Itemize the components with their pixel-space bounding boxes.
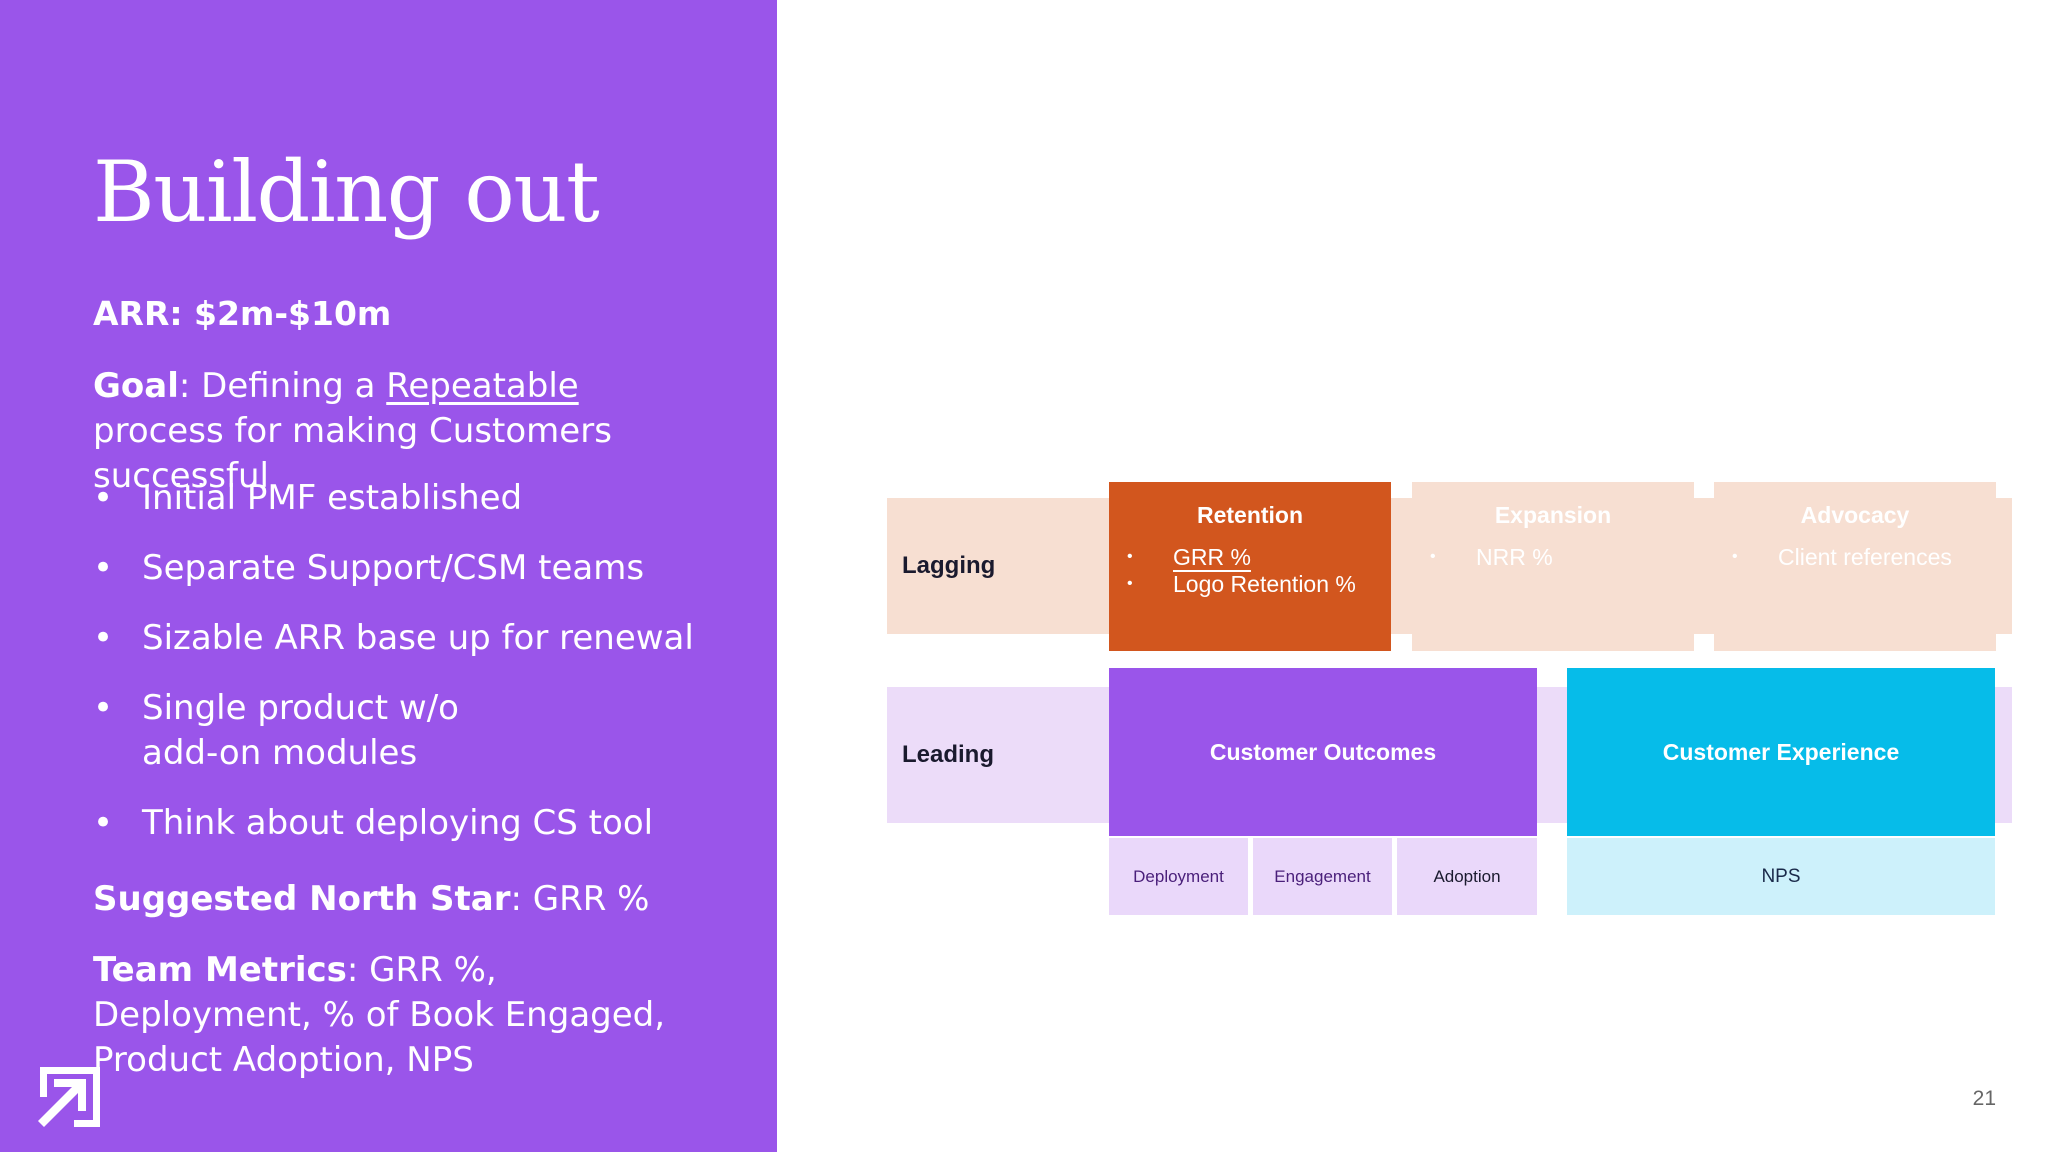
north-star-value: : GRR % — [510, 879, 650, 919]
metric-item: •Logo Retention % — [1127, 571, 1356, 597]
sub-cell-engagement: Engagement — [1253, 838, 1392, 915]
goal-text-before: : Defining a — [178, 366, 387, 406]
left-panel: Building out ARR: $2m-$10m Goal: Definin… — [0, 0, 777, 1152]
bullet-dot-icon: • — [1732, 548, 1738, 565]
retention-metric-list: • GRR % •Logo Retention % — [1127, 544, 1356, 598]
metric-item: •NRR % — [1430, 544, 1553, 570]
metric-item: •Client references — [1732, 544, 1952, 570]
customer-experience-title: Customer Experience — [1662, 738, 1900, 765]
expansion-title: Expansion — [1494, 502, 1612, 528]
bullet-dot-icon: • — [93, 618, 114, 658]
lagging-row-label: Lagging — [902, 552, 996, 579]
bullet-dot-icon: • — [1127, 548, 1133, 565]
north-star-label: Suggested North Star — [93, 879, 511, 919]
advocacy-card: Advocacy •Client references — [1714, 482, 1996, 651]
customer-outcomes-title: Customer Outcomes — [1209, 738, 1437, 765]
bullet-dot-icon: • — [1127, 575, 1133, 592]
bullet-dot-icon: • — [93, 548, 114, 588]
team-metrics-value: : GRR %, Deployment, % of Book Engaged, … — [93, 950, 666, 1080]
slide-title: Building out — [93, 143, 600, 241]
sub-cell-nps: NPS — [1567, 838, 1995, 915]
stage-bullet-list: •Initial PMF established •Separate Suppo… — [93, 476, 713, 871]
bullet-dot-icon: • — [93, 478, 114, 518]
advocacy-metric-list: •Client references — [1732, 544, 1952, 571]
retention-title: Retention — [1196, 502, 1304, 528]
arrow-up-right-square-icon — [38, 1067, 100, 1127]
metric-item: • GRR % — [1127, 544, 1356, 571]
bullet-item: •Think about deploying CS tool — [93, 801, 713, 846]
expansion-metric-list: •NRR % — [1430, 544, 1553, 571]
bullet-item: •Sizable ARR base up for renewal — [93, 616, 713, 661]
grr-link[interactable]: GRR % — [1173, 544, 1251, 570]
north-star: Suggested North Star: GRR % — [93, 877, 713, 922]
page-number: 21 — [1972, 1087, 1996, 1110]
bullet-dot-icon: • — [93, 688, 114, 728]
goal-text-after: process for making Customers successful — [93, 411, 612, 496]
team-metrics: Team Metrics: GRR %, Deployment, % of Bo… — [93, 948, 693, 1083]
bullet-item: •Single product w/o add-on modules — [93, 688, 459, 773]
sub-cell-adoption: Adoption — [1397, 838, 1537, 915]
sub-cell-deployment: Deployment — [1109, 838, 1248, 915]
retention-card: Retention • GRR % •Logo Retention % — [1109, 482, 1391, 651]
bullet-item: •Initial PMF established — [93, 476, 713, 521]
bullet-dot-icon: • — [1430, 548, 1436, 565]
bullet-dot-icon: • — [93, 803, 114, 843]
customer-outcomes-card: Customer Outcomes — [1109, 668, 1537, 836]
arr-range: ARR: $2m-$10m — [93, 294, 392, 333]
goal-statement: Goal: Defining a Repeatable process for … — [93, 364, 713, 499]
expansion-card: Expansion •NRR % — [1412, 482, 1694, 651]
bullet-item: •Separate Support/CSM teams — [93, 546, 713, 591]
goal-label: Goal — [93, 366, 179, 406]
goal-repeatable-link[interactable]: Repeatable — [386, 366, 579, 406]
customer-experience-card: Customer Experience — [1567, 668, 1995, 836]
team-metrics-label: Team Metrics — [93, 950, 347, 990]
advocacy-title: Advocacy — [1800, 502, 1910, 528]
leading-row-label: Leading — [902, 741, 995, 768]
